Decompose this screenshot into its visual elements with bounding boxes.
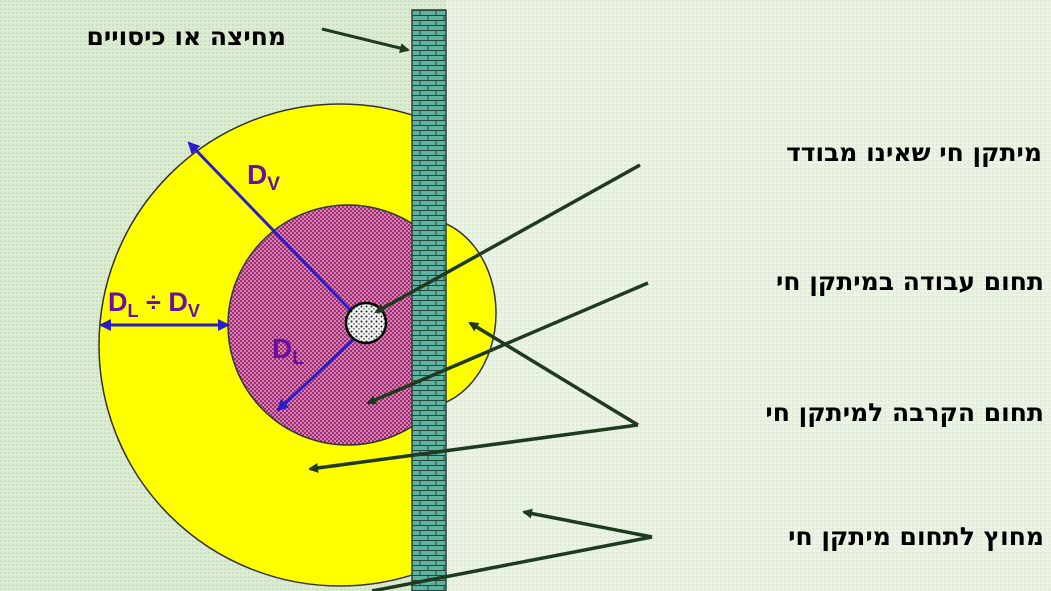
dv-label: DV <box>247 159 280 195</box>
arrow-outside-zone-right <box>522 508 653 539</box>
arrow-approach-zone-left <box>308 423 639 473</box>
background-right-panel <box>446 0 1051 591</box>
arrow-live-installation <box>374 163 641 314</box>
label-work-zone: תחום עבודה במיתקן חי <box>776 267 1044 296</box>
dl-dimension-line <box>276 338 355 412</box>
label-live-installation: מיתקן חי שאינו מבודד <box>786 138 1042 167</box>
label-approach-zone: תחום הקרבה למיתקן חי <box>765 398 1044 427</box>
dl-dv-label: DL ÷ DV <box>108 287 200 321</box>
dv-dimension-line <box>187 141 357 317</box>
partition-wall <box>411 9 447 591</box>
arrow-outside-zone-left <box>371 535 653 591</box>
label-outside-zone: מחוץ לתחום מיתקן חי <box>788 522 1044 551</box>
outer-zone-right-segment <box>446 222 497 404</box>
arrow-partition <box>321 27 410 53</box>
arrow-work-zone <box>366 281 649 405</box>
label-partition: מחיצה או כיסויים <box>86 22 286 51</box>
arrow-approach-zone-right <box>468 321 639 427</box>
dl-label: DL <box>272 333 304 369</box>
live-installation-conductor <box>344 301 388 345</box>
